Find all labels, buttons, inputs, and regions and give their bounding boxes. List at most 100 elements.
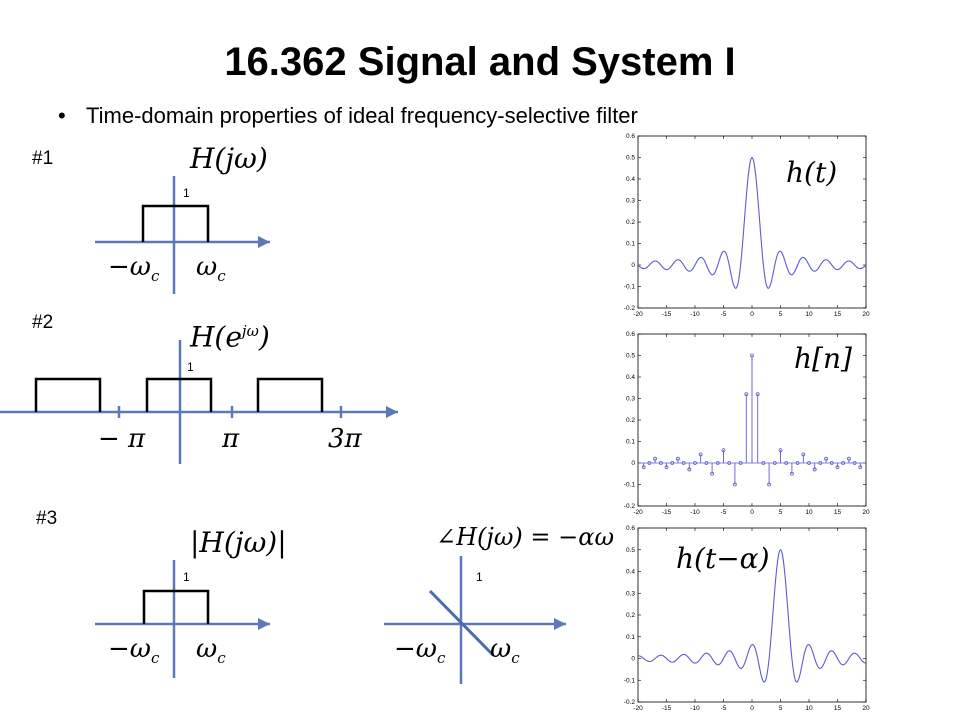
case-2-diagram xyxy=(0,340,398,464)
case-3-phase-neg-omega-c: −ωc xyxy=(394,634,446,668)
case-2-pulse-left xyxy=(34,377,102,412)
case-1-equation: H(jω) xyxy=(190,142,268,175)
y-tick-label: -0.1 xyxy=(624,482,636,489)
stem-marker xyxy=(755,392,760,397)
x-tick-label: 20 xyxy=(862,311,870,318)
stem-marker xyxy=(687,467,692,472)
case-3-phase-diagram xyxy=(384,556,566,684)
stem-marker xyxy=(852,461,857,465)
case-2-3pi-label: 3π xyxy=(328,424,362,454)
stem-marker xyxy=(750,353,754,358)
case-3-mag-diagram xyxy=(95,560,270,678)
case-3-mag-arrow-head xyxy=(258,618,270,630)
x-tick-label: 5 xyxy=(779,509,783,516)
plot-hn-label: h[n] xyxy=(794,342,852,375)
case-3-mag-pos-omega-c: ωc xyxy=(196,634,226,668)
plot-frame xyxy=(637,135,867,309)
y-tick-label: 0.1 xyxy=(626,439,635,446)
stem-marker xyxy=(641,465,646,470)
case-2-label: #2 xyxy=(32,312,54,333)
case-1-pos-omega-c: ωc xyxy=(196,252,226,286)
y-tick-label: 0.6 xyxy=(626,525,635,532)
case-3-phase-one-label: 1 xyxy=(476,570,483,584)
stem-marker xyxy=(772,461,777,465)
x-tick-label: 15 xyxy=(834,705,842,712)
y-tick-label: -0.1 xyxy=(624,677,636,684)
case-2-one-label: 1 xyxy=(187,360,194,374)
y-tick-label: 0.5 xyxy=(626,353,635,360)
y-tick-label: 0.4 xyxy=(626,569,635,576)
x-tick-label: 20 xyxy=(862,509,870,516)
stem-marker xyxy=(846,456,851,461)
x-tick-label: -10 xyxy=(690,509,700,516)
x-tick-label: -10 xyxy=(690,311,700,318)
x-tick-label: -15 xyxy=(662,509,672,516)
stem-marker xyxy=(647,461,652,465)
x-tick-label: 0 xyxy=(750,311,754,318)
stem-marker xyxy=(738,461,743,465)
y-tick-label: 0.2 xyxy=(626,219,635,226)
y-tick-label: 0.6 xyxy=(626,133,635,140)
y-tick-label: 0.3 xyxy=(626,396,635,403)
case-2-pulse-center xyxy=(145,377,213,412)
stem-marker xyxy=(715,461,720,465)
case-3-mag-equation: |H(jω)| xyxy=(190,526,287,559)
stem-marker xyxy=(721,448,726,452)
case-3-phase-equation: ∠H(jω) = −αω xyxy=(436,523,615,551)
case-1-arrow-head xyxy=(258,236,270,248)
y-tick-label: -0.2 xyxy=(624,699,636,706)
x-tick-label: 10 xyxy=(805,509,813,516)
stem-marker xyxy=(676,456,680,461)
stem-marker xyxy=(727,461,732,465)
case-2-pulse-right xyxy=(256,377,324,412)
x-tick-label: -5 xyxy=(721,311,727,318)
stem-marker xyxy=(818,461,823,465)
stem-marker xyxy=(704,461,709,465)
x-tick-label: 15 xyxy=(834,509,842,516)
y-tick-label: -0.1 xyxy=(624,284,636,291)
x-tick-label: -15 xyxy=(662,311,672,318)
case-3-mag-one-label: 1 xyxy=(183,570,190,584)
bullet-text: Time-domain properties of ideal frequenc… xyxy=(86,103,638,128)
case-2-pi-label: π xyxy=(222,424,240,454)
stem-marker xyxy=(670,461,675,465)
case-1-one-label: 1 xyxy=(183,186,190,200)
y-tick-label: 0.3 xyxy=(626,198,635,205)
stem-marker xyxy=(795,461,800,465)
stem-marker xyxy=(835,465,840,470)
y-tick-label: 0.1 xyxy=(626,241,635,248)
x-tick-label: 5 xyxy=(779,311,783,318)
x-tick-label: -10 xyxy=(690,705,700,712)
case-2-neg-pi-label: − π xyxy=(98,424,146,454)
stem-marker xyxy=(767,482,772,487)
stem-marker xyxy=(807,461,811,465)
case-1-diagram xyxy=(95,176,270,294)
y-tick-label: 0 xyxy=(631,460,635,467)
case-2-arrow-head xyxy=(386,406,398,418)
stem-marker xyxy=(733,482,737,487)
plot-ht-label: h(t) xyxy=(786,156,838,189)
stem-marker xyxy=(710,471,714,476)
x-tick-label: -20 xyxy=(633,311,643,318)
y-tick-label: 0.2 xyxy=(626,612,635,619)
bullet-point: •Time-domain properties of ideal frequen… xyxy=(58,102,638,130)
y-tick-label: 0 xyxy=(631,656,635,663)
case-3-mag-neg-omega-c: −ωc xyxy=(108,634,160,668)
case-2-equation: H(ejω) xyxy=(190,320,270,354)
x-tick-label: 15 xyxy=(834,311,842,318)
x-tick-label: 0 xyxy=(750,705,754,712)
series-line xyxy=(637,549,867,683)
case-1-neg-omega-c: −ωc xyxy=(108,252,160,286)
stem-marker xyxy=(784,461,789,465)
series-line xyxy=(637,156,867,289)
case-3-phase-line xyxy=(428,589,495,657)
stem-marker xyxy=(778,448,783,452)
case-1-label: #1 xyxy=(32,148,54,169)
y-tick-label: 0.2 xyxy=(626,417,635,424)
x-tick-label: -20 xyxy=(633,509,643,516)
stem-marker xyxy=(681,461,686,465)
